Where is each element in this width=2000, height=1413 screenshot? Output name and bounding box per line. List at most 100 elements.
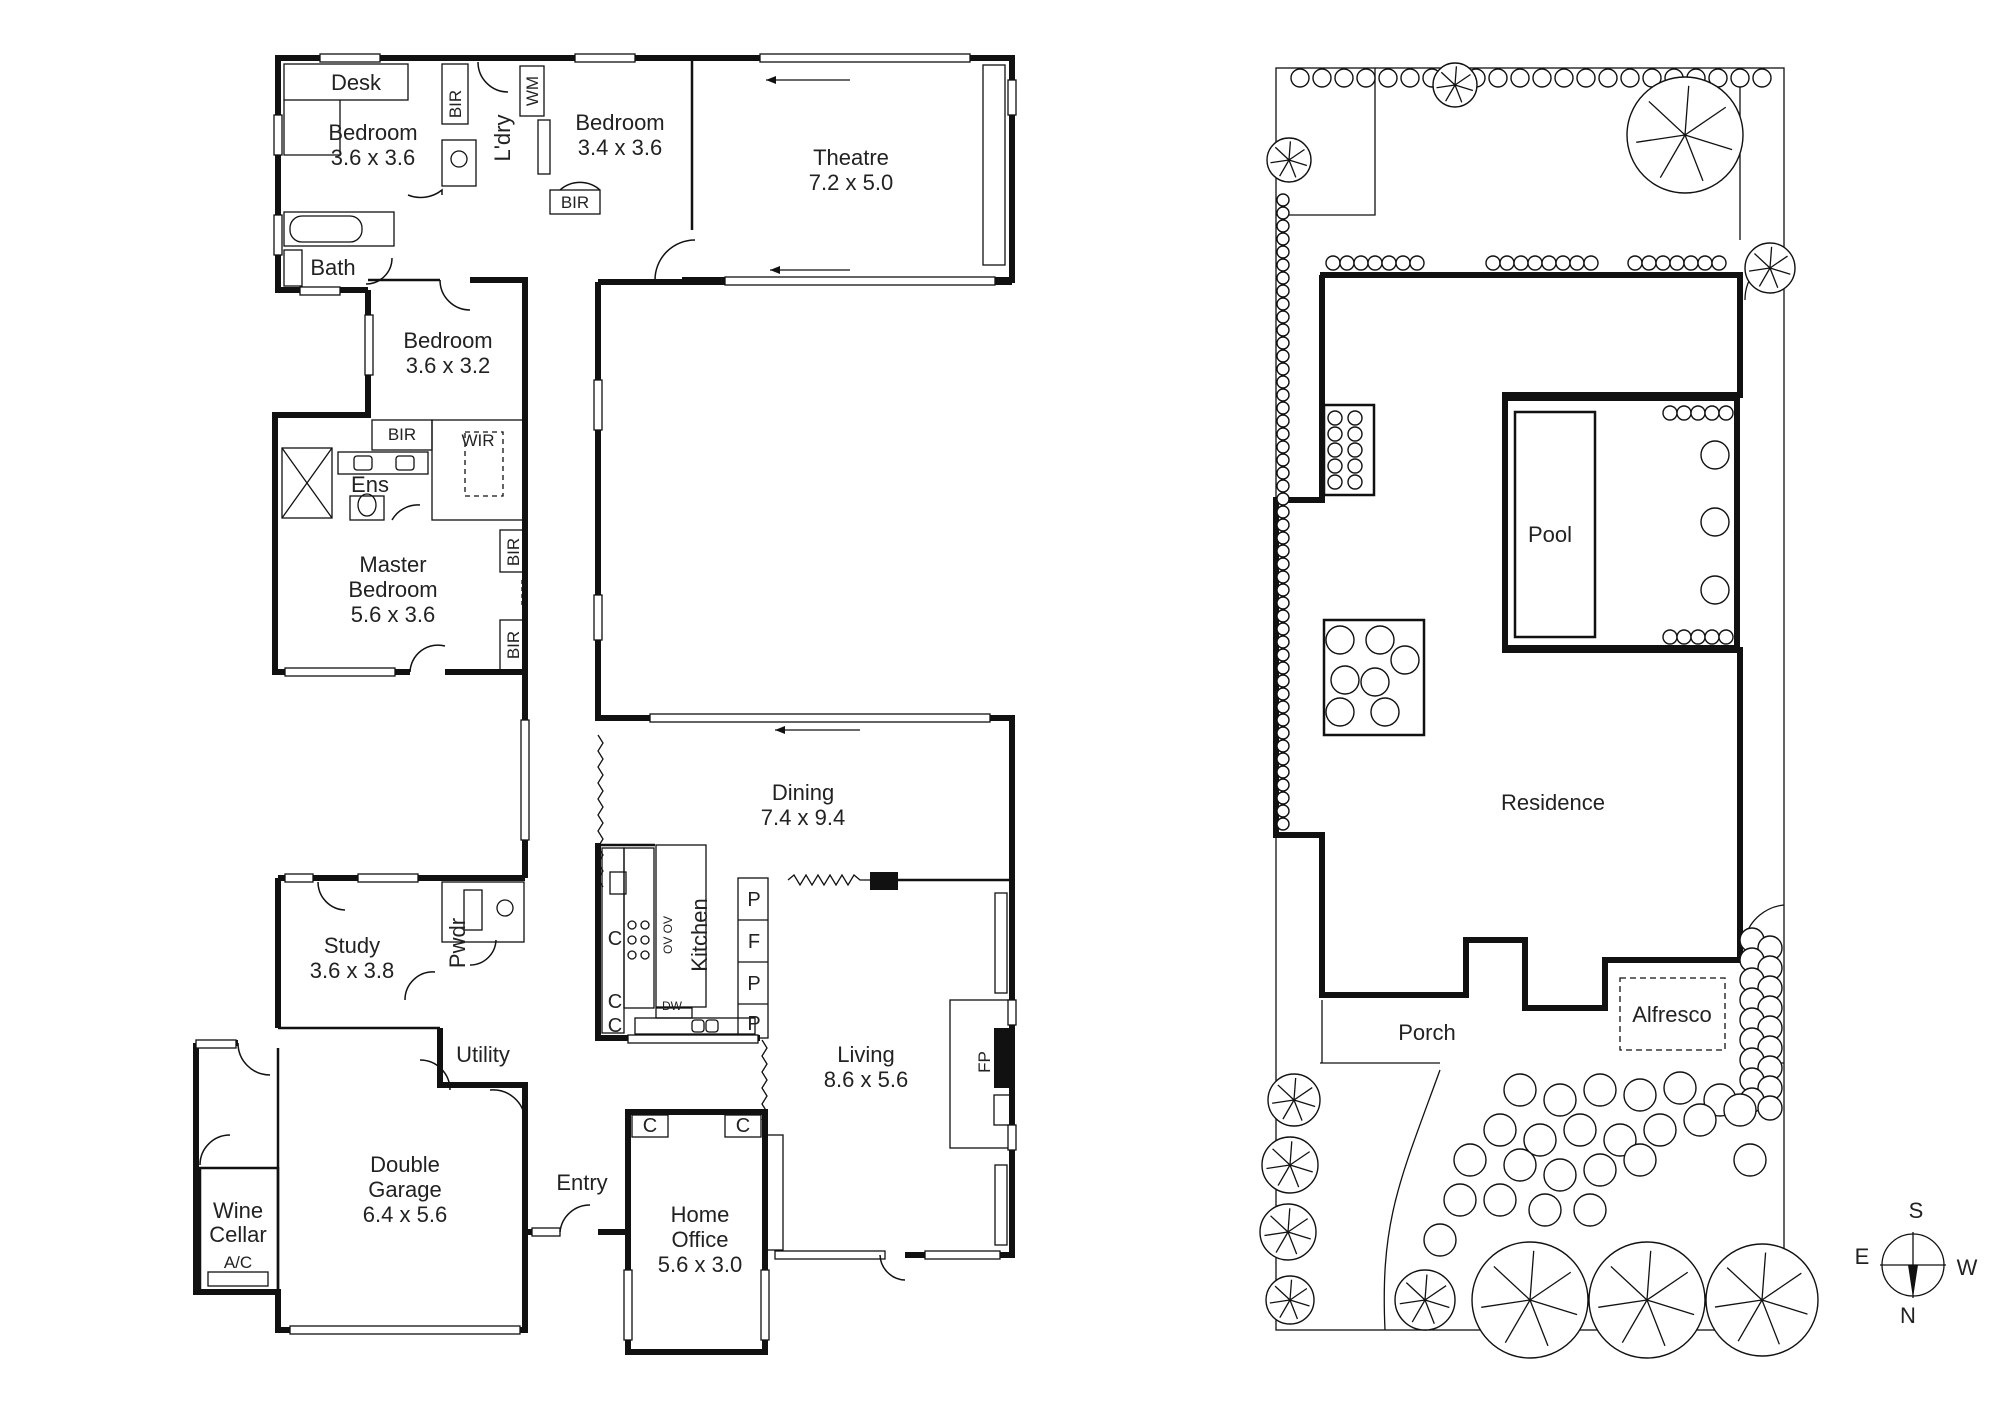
master-bedroom-size: 5.6 x 3.6 xyxy=(351,602,435,627)
shrub-icon xyxy=(1499,255,1515,271)
aircon-label: A/C xyxy=(224,1253,252,1272)
shrub-icon xyxy=(1513,255,1529,271)
shrub-icon xyxy=(1327,442,1343,458)
shrub-icon xyxy=(1704,405,1720,421)
shrub-icon xyxy=(1327,410,1343,426)
master-bedroom-line2: Bedroom xyxy=(348,577,437,602)
shrub-icon xyxy=(1555,255,1571,271)
shrub-icon xyxy=(1330,665,1360,695)
shrub-icon xyxy=(1554,68,1574,88)
bir-bedroom-3-label: BIR xyxy=(388,425,416,444)
shrub-icon xyxy=(1381,255,1397,271)
living-name: Living xyxy=(837,1042,894,1067)
shrub-icon xyxy=(1327,426,1343,442)
bedroom-2-size: 3.4 x 3.6 xyxy=(578,135,662,160)
shrub-icon xyxy=(1378,68,1398,88)
shrub-icon xyxy=(1276,505,1290,519)
bedroom-1-size: 3.6 x 3.6 xyxy=(331,145,415,170)
pantry-1-label: P xyxy=(747,889,760,911)
shrub-icon xyxy=(1603,1123,1637,1157)
shrub-icon xyxy=(1276,310,1290,324)
garage-size: 6.4 x 5.6 xyxy=(363,1202,447,1227)
compass-east-label: E xyxy=(1855,1244,1870,1269)
fridge-label: F xyxy=(748,931,760,953)
living-size: 8.6 x 5.6 xyxy=(824,1067,908,1092)
bath-label: Bath xyxy=(310,255,355,280)
shrub-icon xyxy=(1718,629,1734,645)
shrub-icon xyxy=(1276,492,1290,506)
shrub-icon xyxy=(1276,791,1290,805)
shrub-icon xyxy=(1704,629,1720,645)
cupboard-office-2-label: C xyxy=(736,1115,750,1137)
theatre-size: 7.2 x 5.0 xyxy=(809,170,893,195)
shrub-icon xyxy=(1347,426,1363,442)
shrub-icon xyxy=(1276,219,1290,233)
shrub-icon xyxy=(1276,258,1290,272)
shrub-icon xyxy=(1690,629,1706,645)
dining-size: 7.4 x 9.4 xyxy=(761,805,845,830)
shrub-icon xyxy=(1325,697,1355,727)
shrub-icon xyxy=(1356,68,1376,88)
master-bedroom-line1: Master xyxy=(359,552,426,577)
theatre-name: Theatre xyxy=(813,145,889,170)
utility-label: Utility xyxy=(456,1042,510,1067)
compass-west-label: W xyxy=(1957,1255,1978,1280)
floor-plan-doors xyxy=(199,61,906,1281)
shrub-icon xyxy=(1276,232,1290,246)
shrub-icon xyxy=(1510,68,1530,88)
dining-name: Dining xyxy=(772,780,834,805)
residence-label: Residence xyxy=(1501,790,1605,815)
oven-label: OV OV xyxy=(661,916,675,954)
shrub-icon xyxy=(1523,1123,1557,1157)
wine-cellar-line1: Wine xyxy=(213,1198,263,1223)
compass: S E W N xyxy=(1855,1198,1978,1328)
shrub-icon xyxy=(1276,284,1290,298)
shrub-icon xyxy=(1723,1093,1757,1127)
shrub-icon xyxy=(1700,507,1730,537)
kitchen-label: Kitchen xyxy=(687,898,712,971)
tree-icon xyxy=(1744,242,1796,294)
shrub-icon xyxy=(1276,544,1290,558)
compass-north-label: N xyxy=(1900,1303,1916,1328)
tree-icon xyxy=(1394,1269,1456,1331)
shrub-icon xyxy=(1663,1071,1697,1105)
shrub-icon xyxy=(1711,255,1727,271)
washing-machine-label: WM xyxy=(523,76,542,106)
shrub-icon xyxy=(1276,570,1290,584)
shrub-icon xyxy=(1697,255,1713,271)
shrub-icon xyxy=(1643,1113,1677,1147)
tree-icon xyxy=(1259,1203,1317,1261)
shrub-icon xyxy=(1370,697,1400,727)
shrub-icon xyxy=(1347,458,1363,474)
shrub-icon xyxy=(1276,440,1290,454)
shrub-icon xyxy=(1503,1073,1537,1107)
site-plan: Pool Residence Porch Alfresco xyxy=(1259,62,1819,1359)
floor-plan-windows xyxy=(195,53,1017,1341)
tree-icon xyxy=(1626,76,1744,194)
shrub-icon xyxy=(1276,752,1290,766)
shrub-icon xyxy=(1543,1158,1577,1192)
bir-bedroom-2-label: BIR xyxy=(561,193,589,212)
shrub-icon xyxy=(1276,817,1290,831)
shrub-icon xyxy=(1409,255,1425,271)
cupboard-office-1-label: C xyxy=(643,1115,657,1137)
shrub-icon xyxy=(1730,68,1750,88)
pool xyxy=(1513,410,1597,639)
shrub-icon xyxy=(1276,596,1290,610)
shrub-icon xyxy=(1276,661,1290,675)
shrub-icon xyxy=(1327,474,1343,490)
shrub-icon xyxy=(1620,68,1640,88)
pool-courtyard xyxy=(1502,395,1740,651)
bedroom-2-name: Bedroom xyxy=(575,110,664,135)
shrub-icon xyxy=(1443,1183,1477,1217)
shrub-icon xyxy=(1276,557,1290,571)
home-office-line2: Office xyxy=(671,1227,728,1252)
shrub-icon xyxy=(1662,629,1678,645)
shrub-icon xyxy=(1276,297,1290,311)
shrub-icon xyxy=(1676,629,1692,645)
tree-icon xyxy=(1266,137,1312,183)
shrub-icon xyxy=(1569,255,1585,271)
shrub-icon xyxy=(1276,765,1290,779)
shrub-icon xyxy=(1276,466,1290,480)
shrub-icon xyxy=(1276,388,1290,402)
